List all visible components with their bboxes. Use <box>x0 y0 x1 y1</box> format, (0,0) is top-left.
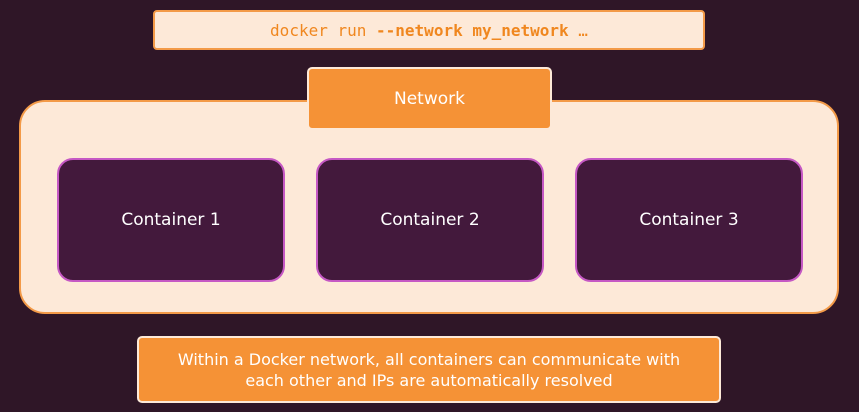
container-1: Container 1 <box>57 158 285 282</box>
info-note: Within a Docker network, all containers … <box>137 336 721 403</box>
command-network-flag: --network my_network <box>376 20 569 40</box>
container-2-label: Container 2 <box>380 210 480 230</box>
docker-command: docker run --network my_network … <box>153 10 705 50</box>
network-label-text: Network <box>394 88 465 109</box>
network-label: Network <box>307 67 552 130</box>
container-2: Container 2 <box>316 158 544 282</box>
command-ellipsis: … <box>568 20 588 40</box>
container-1-label: Container 1 <box>121 210 221 230</box>
container-3: Container 3 <box>575 158 803 282</box>
command-prefix: docker run <box>270 20 377 40</box>
container-3-label: Container 3 <box>639 210 739 230</box>
info-note-text: Within a Docker network, all containers … <box>177 349 681 390</box>
